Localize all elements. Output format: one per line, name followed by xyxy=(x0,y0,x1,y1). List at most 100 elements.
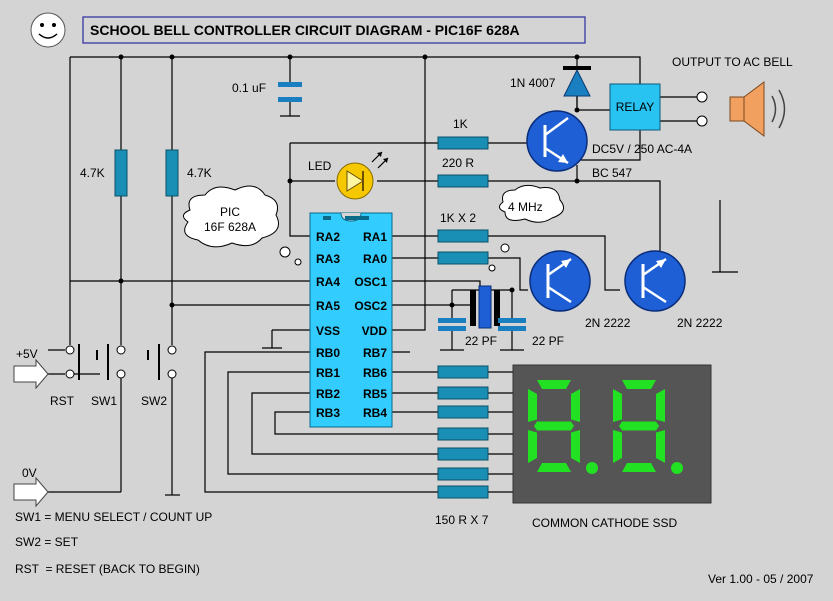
digit1-seg-a xyxy=(537,380,571,389)
relay-rating-label: DC5V / 250 AC-4A xyxy=(592,142,692,156)
digit1-seg-f xyxy=(528,389,537,422)
mcu-pin-rb5: RB5 xyxy=(363,387,387,401)
capacitor-0-1uf xyxy=(278,82,302,102)
mcu-pin-ra1: RA1 xyxy=(363,230,387,244)
digit2-seg-a xyxy=(622,380,656,389)
smiley-icon xyxy=(30,12,66,48)
mcu-pin-osc2: OSC2 xyxy=(354,299,387,313)
transistor-1-label: 2N 2222 xyxy=(585,316,631,330)
mcu-pin-rb6: RB6 xyxy=(363,366,387,380)
mcu-pin-ra3: RA3 xyxy=(316,252,340,266)
zero-v-label: 0V xyxy=(22,466,37,480)
digit2-seg-dp xyxy=(671,462,683,474)
mcu-pin-ra2: RA2 xyxy=(316,230,340,244)
resistor-1k-a xyxy=(437,229,489,243)
resistor-150r-2 xyxy=(437,386,489,400)
digit1-seg-b xyxy=(571,389,580,422)
sw1-label: SW1 xyxy=(91,394,117,408)
transistor-bc547-icon xyxy=(526,110,588,172)
mcu-pin-rb3: RB3 xyxy=(316,406,340,420)
res-150-label: 150 R X 7 xyxy=(435,513,489,527)
cap-crystal-2-label: 22 PF xyxy=(532,334,564,348)
page-title: SCHOOL BELL CONTROLLER CIRCUIT DIAGRAM -… xyxy=(90,22,520,38)
seven-segment-display xyxy=(512,364,712,504)
junction-dots xyxy=(118,54,580,308)
res-1k-label: 1K xyxy=(453,117,468,131)
bc547-label: BC 547 xyxy=(592,166,632,180)
digit2-seg-f xyxy=(613,389,622,422)
mcu-pin-rb0: RB0 xyxy=(316,346,340,360)
res-pullup-2-label: 4.7K xyxy=(187,166,212,180)
relay-terminal-1 xyxy=(696,91,708,103)
digit1-seg-g xyxy=(534,421,574,431)
plus5v-label: +5V xyxy=(16,347,38,361)
ssd-digits xyxy=(528,380,683,474)
sw2-switch[interactable] xyxy=(147,344,177,380)
mcu-pin-vss: VSS xyxy=(316,324,340,338)
mcu-pin-ra0: RA0 xyxy=(363,252,387,266)
crystal-label: 4 MHz xyxy=(508,200,543,214)
pic-cloud-line1: PIC xyxy=(220,205,240,219)
mcu-pin-osc1: OSC1 xyxy=(354,275,387,289)
crystal-cloud xyxy=(488,184,565,272)
legend-rst: RST = RESET (BACK TO BEGIN) xyxy=(15,562,200,576)
mcu-pin-rb7: RB7 xyxy=(363,346,387,360)
relay-terminal-2 xyxy=(696,115,708,127)
digit1-seg-e xyxy=(528,430,537,463)
wires xyxy=(48,56,738,496)
transistor-2n2222-1-icon xyxy=(529,250,591,312)
zero-v-arrow-icon xyxy=(13,476,49,508)
output-label: OUTPUT TO AC BELL xyxy=(672,55,793,69)
mcu-pin-ra5: RA5 xyxy=(316,299,340,313)
mcu-pin-ra4: RA4 xyxy=(316,275,340,289)
diode-label: 1N 4007 xyxy=(510,76,556,90)
pic-chip xyxy=(309,212,393,428)
resistor-150r-5 xyxy=(437,447,489,461)
resistor-1k xyxy=(437,136,489,150)
digit2-seg-e xyxy=(613,430,622,463)
resistor-pullup-1 xyxy=(114,149,128,197)
crystal-icon xyxy=(470,285,500,329)
resistor-1k-b xyxy=(437,251,489,265)
plus5v-arrow-icon xyxy=(13,358,49,390)
cap-main-label: 0.1 uF xyxy=(232,81,266,95)
digit2-seg-d xyxy=(622,463,656,472)
sw2-label: SW2 xyxy=(141,394,167,408)
resistor-150r-7 xyxy=(437,485,489,499)
resistor-pullup-2 xyxy=(165,149,179,197)
resistor-150r-1 xyxy=(437,365,489,379)
transistor-2n2222-2-icon xyxy=(624,250,686,312)
resistor-150r-4 xyxy=(437,427,489,441)
mcu-pin-rb1: RB1 xyxy=(316,366,340,380)
mcu-pin-rb2: RB2 xyxy=(316,387,340,401)
pic-cloud-line2: 16F 628A xyxy=(204,220,256,234)
diode-icon xyxy=(563,66,591,97)
res-pullup-1-label: 4.7K xyxy=(80,166,105,180)
relay-label: RELAY xyxy=(616,100,654,114)
rst-switch[interactable] xyxy=(65,344,80,380)
speaker-icon xyxy=(729,81,786,137)
resistor-bank-150r xyxy=(437,365,489,499)
title-frame xyxy=(82,16,586,44)
cap-crystal-1-label: 22 PF xyxy=(465,334,497,348)
version-label: Ver 1.00 - 05 / 2007 xyxy=(708,572,814,586)
digit2-seg-c xyxy=(656,430,665,463)
digit2-seg-g xyxy=(619,421,659,431)
pic-cloud xyxy=(183,185,302,266)
display-label: COMMON CATHODE SSD xyxy=(532,516,677,530)
digit1-seg-d xyxy=(537,463,571,472)
mcu-pin-vdd: VDD xyxy=(362,324,388,338)
res-1kx2-label: 1K X 2 xyxy=(440,211,476,225)
led-label: LED xyxy=(308,159,332,173)
res-220-label: 220 R xyxy=(442,156,474,170)
resistor-220r xyxy=(437,174,489,188)
capacitor-22pf-2 xyxy=(498,318,526,331)
sw1-switch[interactable] xyxy=(96,344,126,380)
rst-label: RST xyxy=(50,394,75,408)
legend-sw1: SW1 = MENU SELECT / COUNT UP xyxy=(15,510,212,524)
digit1-seg-dp xyxy=(586,462,598,474)
